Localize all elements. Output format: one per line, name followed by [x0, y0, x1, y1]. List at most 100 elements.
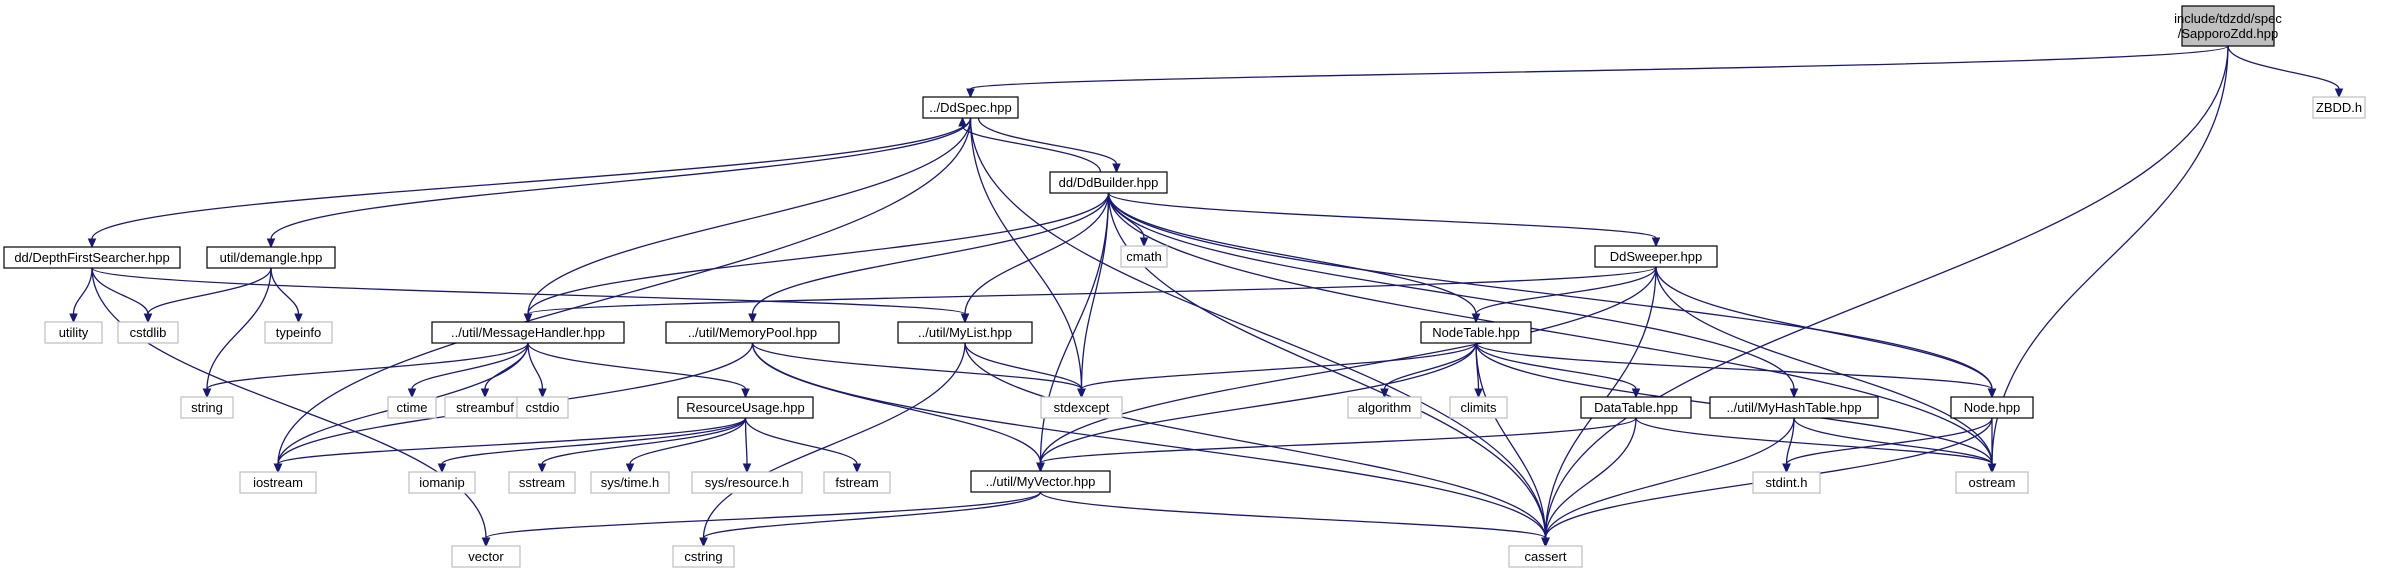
node-label: cassert	[1525, 549, 1567, 564]
edge-resusage-to-fstream	[744, 417, 862, 474]
node-label: DdSweeper.hpp	[1610, 249, 1703, 264]
node-label: ../util/MessageHandler.hpp	[451, 325, 605, 340]
node-box	[1752, 471, 1821, 494]
node-label: DataTable.hpp	[1594, 400, 1678, 415]
edge-ddsweeper-to-node	[1655, 266, 1997, 399]
node-box	[1594, 245, 1718, 268]
edge-resusage-to-systime	[625, 417, 747, 474]
node-ddspec[interactable]: ../DdSpec.hpp	[922, 96, 1019, 119]
node-label: stdexcept	[1054, 400, 1110, 415]
edge-msghandler-to-string	[202, 342, 529, 399]
node-box	[3, 246, 181, 269]
edge-ddbuilder-to-ostream	[1107, 192, 1997, 474]
node-label: string	[191, 400, 223, 415]
node-box	[897, 321, 1033, 344]
edge-node-to-ostream	[1987, 418, 1997, 474]
node-stdint: stdint.h	[1752, 471, 1821, 494]
node-mempool[interactable]: ../util/MemoryPool.hpp	[665, 321, 840, 344]
node-myvector[interactable]: ../util/MyVector.hpp	[970, 470, 1111, 493]
node-label: cstdlib	[130, 325, 167, 340]
node-ddsweeper[interactable]: DdSweeper.hpp	[1594, 245, 1718, 268]
edge-node-to-stdint	[1782, 417, 1993, 474]
edge-ddsweeper-to-msghandler	[523, 266, 1657, 324]
node-box	[387, 396, 437, 419]
node-label: ../DdSpec.hpp	[929, 100, 1011, 115]
node-msghandler[interactable]: ../util/MessageHandler.hpp	[431, 321, 625, 344]
node-datatable[interactable]: DataTable.hpp	[1580, 396, 1692, 419]
node-box	[1950, 396, 2034, 419]
node-nodetable[interactable]: NodeTable.hpp	[1420, 321, 1532, 344]
node-label: stdint.h	[1766, 475, 1808, 490]
node-cmath: cmath	[1120, 245, 1168, 268]
node-label: ZBDD.h	[2316, 100, 2362, 115]
node-box	[180, 396, 234, 419]
node-mylist[interactable]: ../util/MyList.hpp	[897, 321, 1033, 344]
node-dfs[interactable]: dd/DepthFirstSearcher.hpp	[3, 246, 181, 269]
node-label: util/demangle.hpp	[220, 250, 323, 265]
node-label: streambuf	[456, 400, 514, 415]
edge-datatable-to-ostream	[1635, 417, 1997, 474]
edge-datatable-to-cassert	[1541, 417, 1637, 548]
node-box	[1120, 245, 1168, 268]
edge-dfs-to-mylist	[91, 267, 970, 324]
edge-resusage-to-iostream	[273, 417, 747, 474]
node-zbdd: ZBDD.h	[2312, 96, 2366, 119]
edge-ddbuilder-to-cassert	[1107, 192, 1550, 548]
node-utility: utility	[44, 321, 103, 344]
edge-msghandler-to-streambuf	[480, 342, 529, 399]
node-demangle[interactable]: util/demangle.hpp	[206, 246, 336, 269]
node-label: iostream	[253, 475, 303, 490]
node-label: cstdio	[526, 400, 560, 415]
edge-resusage-to-sstream	[537, 417, 747, 474]
node-climits: climits	[1449, 396, 1508, 419]
node-box	[206, 246, 336, 269]
node-label: ostream	[1969, 475, 2016, 490]
edge-resusage-to-sysresource	[742, 417, 752, 474]
node-label: cstring	[684, 549, 722, 564]
node-box	[408, 471, 476, 494]
node-resusage[interactable]: ResourceUsage.hpp	[677, 396, 814, 419]
node-label: NodeTable.hpp	[1432, 325, 1519, 340]
dependency-edges	[69, 45, 2344, 548]
node-box	[239, 471, 317, 494]
edge-mylist-to-cstring	[699, 342, 966, 548]
edge-msghandler-to-ctime	[407, 342, 529, 399]
node-box	[1449, 396, 1508, 419]
node-ostream: ostream	[1955, 471, 2029, 494]
node-label: dd/DdBuilder.hpp	[1059, 175, 1159, 190]
node-label: algorithm	[1358, 400, 1411, 415]
node-sstream: sstream	[508, 471, 576, 494]
node-root[interactable]: include/tdzdd/spec/SapporoZdd.hpp	[2174, 5, 2282, 47]
node-box	[44, 321, 103, 344]
node-ddbuilder[interactable]: dd/DdBuilder.hpp	[1049, 171, 1168, 194]
edge-ddbuilder-to-ddsweeper	[1107, 192, 1661, 248]
node-box	[922, 96, 1019, 119]
node-label: fstream	[835, 475, 878, 490]
node-iostream: iostream	[239, 471, 317, 494]
node-box	[1580, 396, 1692, 419]
edge-ddbuilder-to-myhashtable	[1107, 192, 1799, 399]
node-box	[1709, 396, 1879, 419]
node-box	[1040, 396, 1123, 419]
node-iomanip: iomanip	[408, 471, 476, 494]
edge-nodetable-to-cassert	[1475, 342, 1550, 548]
node-cstdlib: cstdlib	[117, 321, 179, 344]
edge-ddsweeper-to-ostream	[1655, 266, 1997, 474]
edge-msghandler-to-cstdio	[527, 342, 547, 399]
node-box	[117, 321, 179, 344]
edge-mempool-to-stdexcept	[751, 342, 1086, 399]
edge-root-to-cassert	[1541, 45, 2229, 548]
node-box	[970, 470, 1111, 493]
node-node[interactable]: Node.hpp	[1950, 396, 2034, 419]
edge-ddspec-to-demangle	[266, 117, 972, 249]
node-string: string	[180, 396, 234, 419]
node-box	[1508, 545, 1583, 568]
node-label: include/tdzdd/spec	[2174, 11, 2282, 26]
edge-ddspec-to-stdexcept	[969, 117, 1086, 399]
node-stdexcept: stdexcept	[1040, 396, 1123, 419]
node-streambuf: streambuf	[444, 396, 526, 419]
edge-resusage-to-iomanip	[437, 417, 747, 474]
node-myhashtable[interactable]: ../util/MyHashTable.hpp	[1709, 396, 1879, 419]
node-box	[665, 321, 840, 344]
